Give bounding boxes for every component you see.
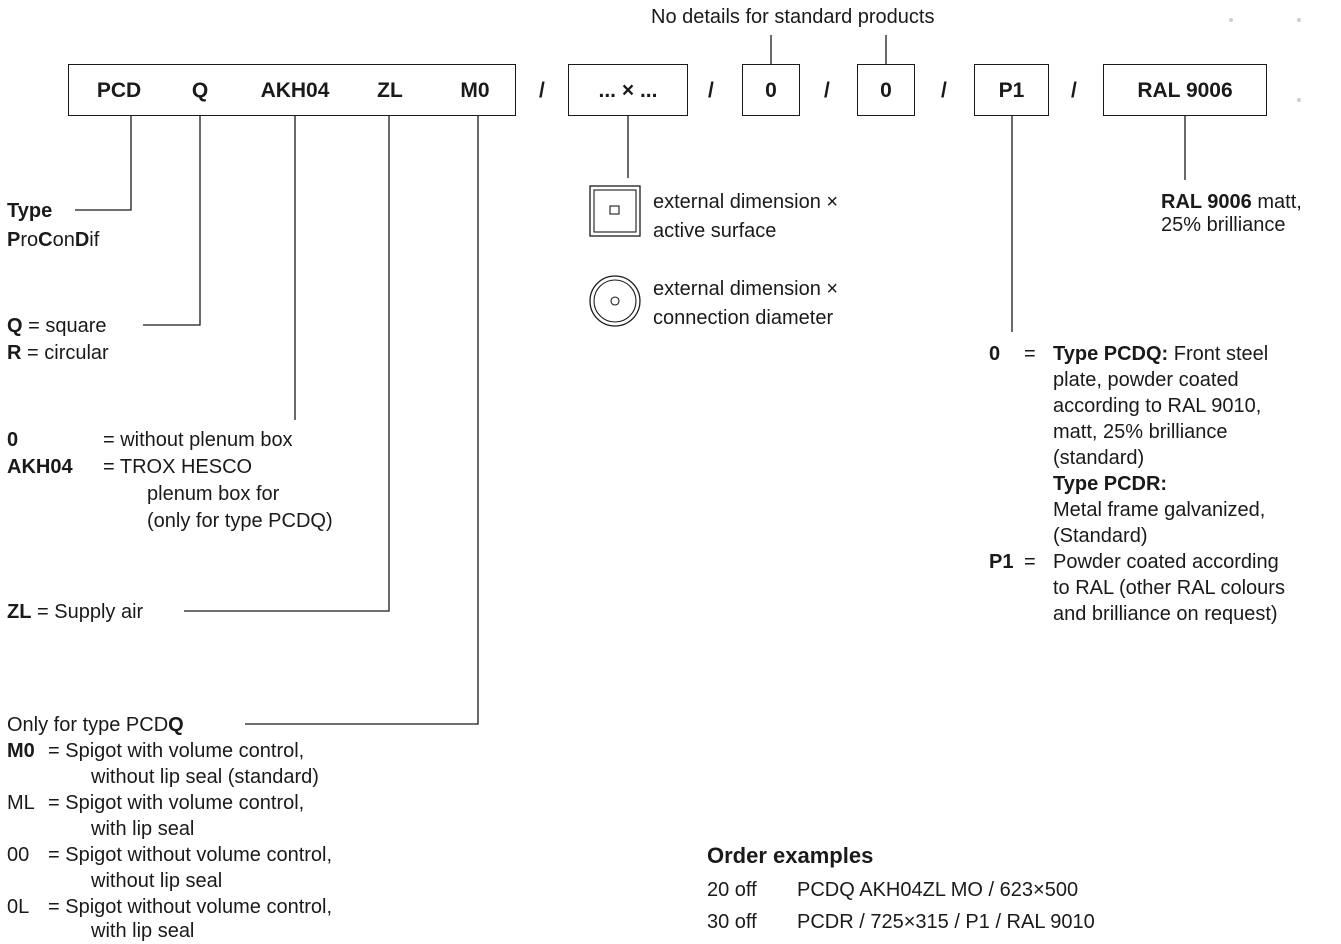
spigot-desc: with lip seal bbox=[91, 920, 195, 942]
decor-dot bbox=[1229, 18, 1233, 22]
order-qty: 30 off bbox=[707, 911, 757, 933]
code-zero-2: 0 bbox=[880, 79, 892, 102]
dim-square-line2: active surface bbox=[653, 220, 777, 242]
code-m0: M0 bbox=[460, 79, 490, 102]
finish-eq-0: = bbox=[1024, 343, 1036, 365]
code-ral: RAL 9006 bbox=[1137, 79, 1233, 102]
order-qty: 20 off bbox=[707, 879, 757, 901]
dims-code-box bbox=[568, 64, 688, 116]
finish-text: Powder coated according bbox=[1053, 551, 1279, 573]
dim-round-line1: external dimension × bbox=[653, 278, 839, 300]
separator-slash: / bbox=[941, 79, 947, 102]
plenum-key-akh04: AKH04 bbox=[7, 456, 73, 478]
decor-dot bbox=[1297, 98, 1301, 102]
type-label: Type bbox=[7, 200, 53, 222]
p1-code-box bbox=[974, 64, 1049, 116]
separator-slash: / bbox=[708, 79, 714, 102]
spigot-key: 00 bbox=[7, 844, 30, 866]
plenum-text-0: = without plenum box bbox=[103, 429, 293, 451]
square-symbol-icon bbox=[589, 185, 641, 237]
type-name: ProConDif bbox=[7, 229, 100, 251]
code-akh04: AKH04 bbox=[260, 79, 330, 102]
dim-square-line1: external dimension × bbox=[653, 191, 839, 213]
finish-pcdr-heading: Type PCDR: bbox=[1053, 473, 1168, 495]
code-pcd: PCD bbox=[96, 79, 142, 102]
code-dims: ... × ... bbox=[598, 79, 658, 102]
spigot-desc: without lip seal (standard) bbox=[91, 766, 319, 788]
main-code-box bbox=[68, 64, 516, 116]
zero-code-box bbox=[857, 64, 915, 116]
plenum-text-3: (only for type PCDQ) bbox=[147, 510, 333, 532]
header-note: No details for standard products bbox=[651, 6, 935, 28]
finish-text: to RAL (other RAL colours bbox=[1053, 577, 1285, 599]
spigot-desc: = Spigot without volume control, bbox=[48, 844, 333, 866]
code-zl: ZL bbox=[377, 79, 403, 102]
code-q: Q bbox=[191, 79, 209, 102]
finish-text: Metal frame galvanized, bbox=[1053, 499, 1266, 521]
spigot-desc: with lip seal bbox=[91, 818, 195, 840]
finish-text: (standard) bbox=[1053, 447, 1145, 469]
spigot-heading: Only for type PCDQ bbox=[7, 714, 184, 736]
shape-square: Q = square bbox=[7, 315, 107, 337]
order-examples-heading: Order examples bbox=[707, 843, 874, 868]
order-code: PCDR / 725×315 / P1 / RAL 9010 bbox=[797, 911, 1095, 933]
decor-dot bbox=[1297, 18, 1301, 22]
spigot-desc: = Spigot with volume control, bbox=[48, 740, 305, 762]
supply-air: ZL = Supply air bbox=[7, 601, 144, 623]
ral-code-box bbox=[1103, 64, 1267, 116]
finish-eq-p1: = bbox=[1024, 551, 1036, 573]
plenum-key-0: 0 bbox=[7, 429, 19, 451]
finish-text: according to RAL 9010, bbox=[1053, 395, 1262, 417]
plenum-text-1: = TROX HESCO bbox=[103, 456, 253, 478]
spigot-key: ML bbox=[7, 792, 35, 814]
finish-text: and brilliance on request) bbox=[1053, 603, 1278, 625]
shape-circular: R = circular bbox=[7, 342, 109, 364]
separator-slash: / bbox=[824, 79, 830, 102]
code-zero-1: 0 bbox=[765, 79, 777, 102]
ral-note-line1: RAL 9006 matt, bbox=[1161, 191, 1302, 213]
finish-text: (Standard) bbox=[1053, 525, 1148, 547]
spigot-desc: = Spigot with volume control, bbox=[48, 792, 305, 814]
finish-key-0: 0 bbox=[989, 343, 1001, 365]
circle-symbol-icon bbox=[589, 275, 641, 327]
finish-key-p1: P1 bbox=[989, 551, 1014, 573]
finish-text: plate, powder coated bbox=[1053, 369, 1239, 391]
plenum-text-2: plenum box for bbox=[147, 483, 280, 505]
spigot-desc: = Spigot without volume control, bbox=[48, 896, 333, 918]
spigot-desc: without lip seal bbox=[91, 870, 223, 892]
ral-note-line2: 25% brilliance bbox=[1161, 214, 1286, 236]
order-code: PCDQ AKH04ZL MO / 623×500 bbox=[797, 879, 1079, 901]
spigot-key: M0 bbox=[7, 740, 35, 762]
separator-slash: / bbox=[1071, 79, 1077, 102]
code-p1: P1 bbox=[998, 79, 1025, 102]
finish-text: matt, 25% brilliance bbox=[1053, 421, 1228, 443]
dim-round-line2: connection diameter bbox=[653, 307, 834, 329]
separator-slash: / bbox=[539, 79, 545, 102]
spigot-key: 0L bbox=[7, 896, 30, 918]
finish-pcdq: Type PCDQ: Front steel bbox=[1053, 343, 1269, 365]
zero-code-box bbox=[742, 64, 800, 116]
